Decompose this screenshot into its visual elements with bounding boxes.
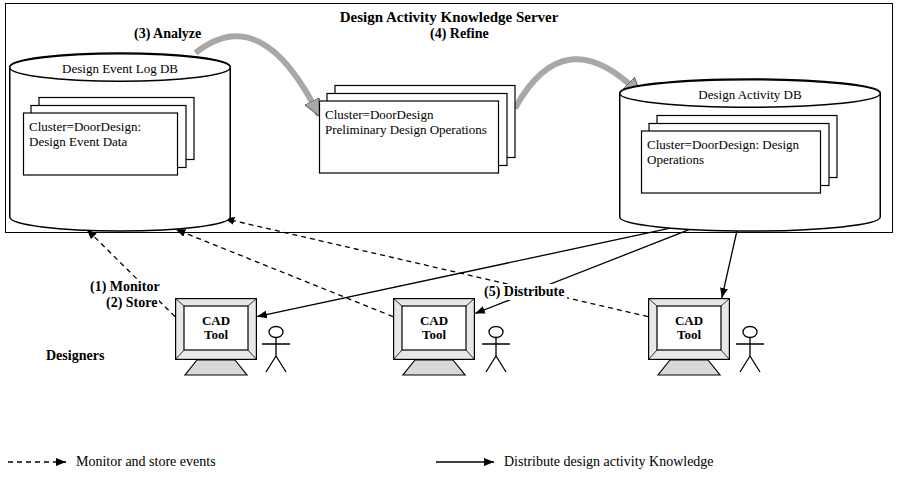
- legend-text: Distribute design activity Knowledge: [504, 454, 714, 470]
- front-sheet: [642, 131, 821, 193]
- server-title: Design Activity Knowledge Server: [6, 9, 892, 26]
- cad-monitor: CAD Tool: [175, 298, 257, 360]
- monitor-base: [185, 360, 247, 375]
- legend-sample: [436, 456, 498, 468]
- monitor-screen: [657, 306, 721, 350]
- document-stack: Cluster=DoorDesign Preliminary Design Op…: [319, 101, 499, 173]
- monitor-bevel: [394, 299, 475, 360]
- monitor-case: [176, 299, 257, 360]
- monitor-screen: [184, 306, 248, 350]
- database-name: Design Activity DB: [619, 87, 881, 102]
- database-cylinder: Design Activity DB Cluster=DoorDesign: De…: [619, 79, 881, 231]
- cylinder-top: [620, 80, 881, 108]
- cad-monitor: CAD Tool: [648, 298, 730, 360]
- screen: CAD Tool: [657, 306, 721, 350]
- cylinder-body: [10, 53, 231, 231]
- tool-name: CAD Tool: [414, 314, 454, 342]
- step-label: (1) Monitor: [88, 279, 162, 295]
- monitor-bevel: [176, 299, 257, 360]
- group-label: Designers: [44, 348, 106, 364]
- step-label: (3) Analyze: [132, 26, 203, 42]
- distribute-arrow: [722, 231, 737, 298]
- screen: CAD Tool: [184, 306, 248, 350]
- legend-sample: [8, 456, 70, 468]
- step-label: (2) Store: [104, 295, 159, 311]
- screen: CAD Tool: [402, 306, 466, 350]
- database-cylinder: Design Event Log DB Cluster=DoorDesign: D…: [9, 53, 231, 231]
- cad-monitor: CAD Tool: [393, 298, 475, 360]
- step-label: (5) Distribute: [482, 284, 567, 300]
- designer-figure: [482, 327, 510, 373]
- document-text: Cluster=DoorDesign Preliminary Design Op…: [325, 107, 493, 137]
- cylinder-top: [10, 54, 231, 82]
- document-stack: Cluster=DoorDesign: Design Operations: [641, 131, 821, 193]
- monitor-arrow: [87, 229, 175, 316]
- designer-figure: [736, 327, 764, 373]
- monitor-bevel: [649, 299, 730, 360]
- step-label: (4) Refine: [428, 26, 491, 42]
- legend-line: [8, 461, 66, 462]
- tool-name: CAD Tool: [669, 314, 709, 342]
- monitor-case: [394, 299, 475, 360]
- monitor-case: [649, 299, 730, 360]
- document-text: Cluster=DoorDesign: Design Operations: [647, 137, 815, 167]
- monitor-screen: [402, 306, 466, 350]
- monitor-base: [403, 360, 465, 375]
- legend-text: Monitor and store events: [76, 454, 216, 470]
- monitor-base: [658, 360, 720, 375]
- document-text: Cluster=DoorDesign: Design Event Data: [29, 119, 172, 149]
- database-name: Design Event Log DB: [9, 61, 231, 76]
- cylinder-body: [620, 79, 881, 231]
- designer-figure: [262, 327, 290, 373]
- legend-line: [436, 461, 494, 462]
- front-sheet: [320, 101, 499, 173]
- document-stack: Cluster=DoorDesign: Design Event Data: [23, 113, 178, 175]
- front-sheet: [24, 113, 178, 175]
- tool-name: CAD Tool: [196, 314, 236, 342]
